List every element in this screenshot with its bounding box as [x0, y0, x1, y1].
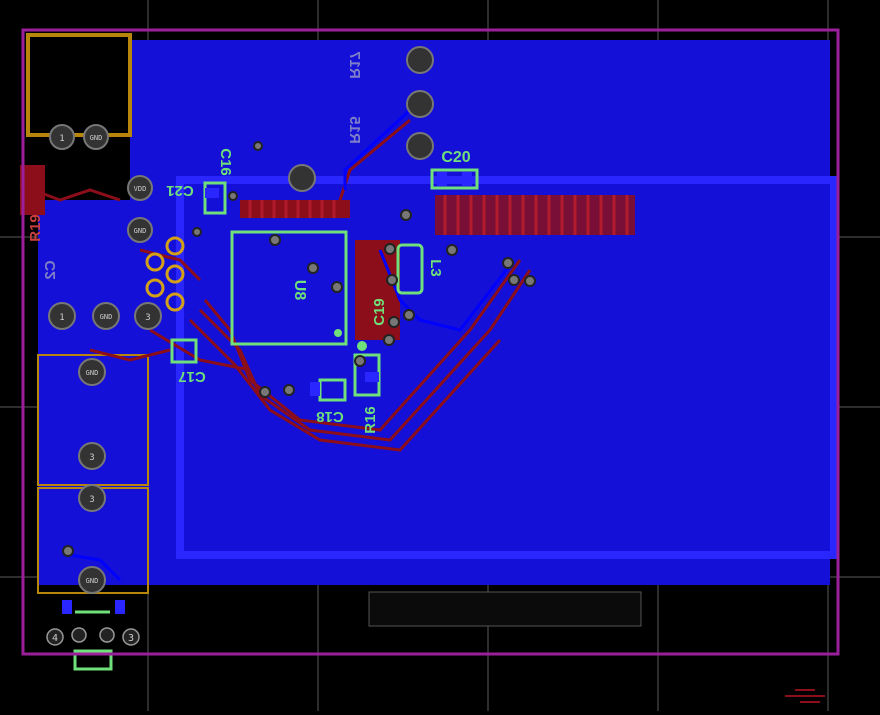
pad-column-left[interactable]: GND 3 3 GND [78, 358, 106, 594]
r19-label: R19 [27, 214, 44, 242]
pad-label: GND [100, 313, 113, 321]
c18-label: C18 [316, 408, 344, 425]
through-hole-pads[interactable]: 1 GND VDD GND 1 GND 3 GND 3 3 [46, 46, 434, 646]
c17-label: C17 [178, 368, 206, 385]
u8-label: U8 [291, 280, 308, 301]
r17-label: R17 [346, 51, 363, 79]
pad-label: 1 [59, 134, 64, 144]
bottom-silk-labels: C2 R17 R15 [42, 51, 363, 279]
pad-label: GND [86, 369, 99, 377]
pad-label: 3 [89, 453, 94, 463]
origin-marker-icon [785, 689, 825, 703]
c2-label: C2 [42, 260, 59, 279]
pad-label: 3 [128, 633, 134, 644]
slot-cutout [368, 591, 642, 627]
board-outline [21, 28, 840, 656]
l3-label: L3 [427, 259, 444, 277]
pad-top-header[interactable] [288, 46, 434, 192]
r15-label: R15 [346, 116, 363, 144]
c21-label: C21 [166, 182, 194, 199]
pad-label: 1 [59, 313, 64, 323]
vias[interactable] [62, 141, 536, 557]
fingers [248, 195, 629, 235]
pad-label: 4 [52, 633, 58, 644]
pad-vdd[interactable]: VDD [127, 175, 153, 201]
component-labels: C16 C17 C18 C19 C20 C21 L3 R16 R19 [27, 148, 471, 434]
pad-label: GND [90, 134, 103, 142]
pad-gnd-top-left[interactable]: 1 [49, 124, 75, 150]
ic-u8[interactable]: U8 [230, 230, 348, 346]
usb-connector-footprint [26, 33, 132, 137]
c20-label: C20 [441, 149, 470, 166]
pad-gnd-2[interactable]: GND [83, 124, 109, 150]
pad-label: 3 [89, 495, 94, 505]
c16-label: C16 [217, 148, 234, 176]
c19-label: C19 [371, 298, 388, 326]
pad-label: GND [86, 577, 99, 585]
gold-pads[interactable] [145, 236, 185, 312]
pad-bottom-connector[interactable]: 4 3 [46, 627, 140, 646]
pad-row-1[interactable]: 1 GND 3 [48, 302, 162, 330]
pad-label: GND [134, 227, 147, 235]
bottom-copper-pour [37, 40, 838, 594]
pad-gnd-3[interactable]: GND [127, 217, 153, 243]
bottom-smd-pads [62, 172, 472, 614]
pad-label: VDD [134, 185, 147, 193]
pad-label: 3 [145, 313, 150, 323]
silk-dot [357, 341, 367, 351]
r16-label: R16 [362, 406, 379, 434]
